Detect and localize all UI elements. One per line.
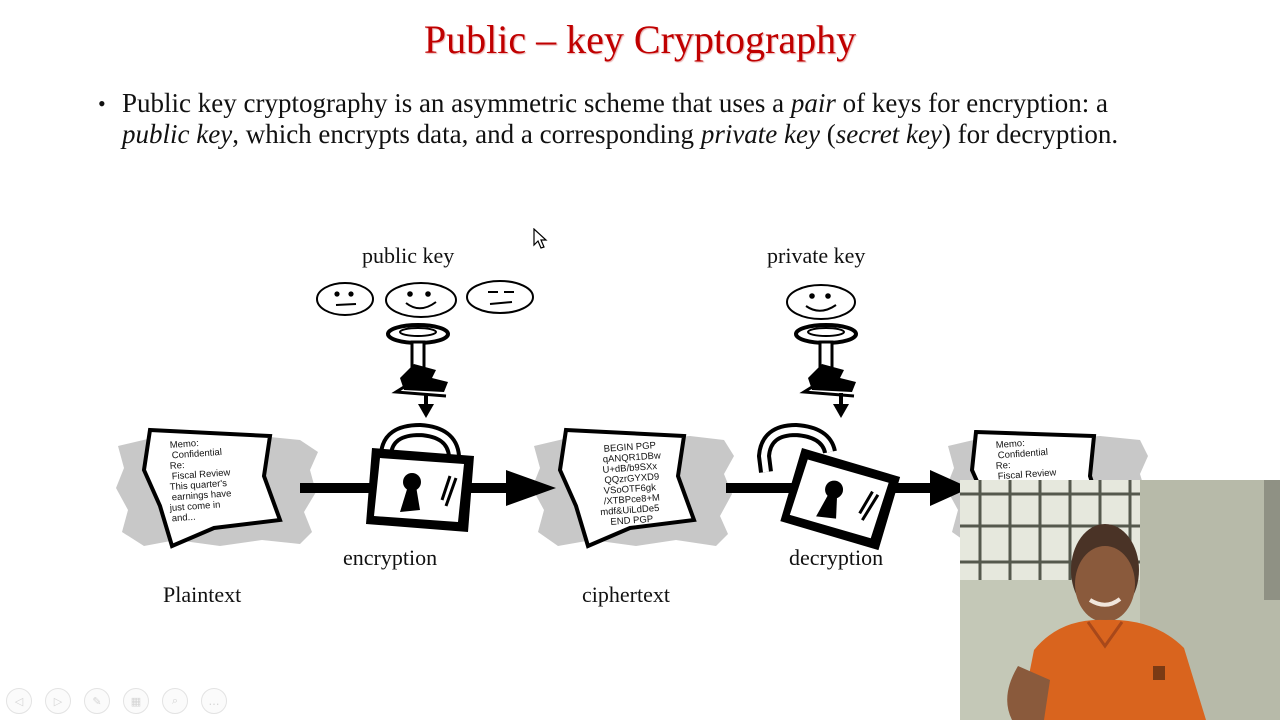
zoom-icon[interactable]: ⌕ <box>162 688 188 714</box>
document-text-line: BEGIN PGP <box>603 440 656 455</box>
plaintext-label: Plaintext <box>163 582 242 607</box>
bullet-segment: of keys for encryption: a <box>835 88 1109 118</box>
arrow-down-icon <box>418 404 434 418</box>
document-text-line: qANQR1DBw <box>602 450 661 465</box>
slideshow-controls: ◁ ▷ ✎ ▦ ⌕ … <box>6 688 227 714</box>
bullet-segment: ) for decryption. <box>941 119 1119 149</box>
private-key-icon <box>794 323 858 398</box>
slide-title: Public – key Cryptography <box>423 17 857 62</box>
ciphertext-document-icon <box>557 427 697 549</box>
arrow-down-icon <box>833 404 849 418</box>
plaintext-document-icon <box>141 427 283 549</box>
document-text-line: Re: <box>995 460 1011 472</box>
more-options-icon[interactable]: … <box>201 688 227 714</box>
bullet-segment: ( <box>820 119 836 149</box>
document-text-line: QQzrGYXD9 <box>604 471 660 486</box>
bullet-segment: Public key cryptography is an asymmetric… <box>122 88 791 118</box>
presenter-video <box>960 480 1280 720</box>
private-key-person-icon <box>786 284 856 320</box>
document-text-line: END PGP <box>610 514 653 528</box>
public-key-people-icon <box>316 280 534 318</box>
document-text-line: earnings have <box>171 488 231 503</box>
bullet-text: Public key cryptography is an asymmetric… <box>122 88 1152 150</box>
decryption-label: decryption <box>789 545 884 570</box>
document-text-line: Fiscal Review <box>997 467 1056 482</box>
bullet-emphasis: secret key <box>835 119 942 149</box>
public-key-label: public key <box>362 243 455 268</box>
webcam-overlay <box>960 480 1280 720</box>
ciphertext-label: ciphertext <box>582 582 670 607</box>
arrow-to-ciphertext-icon <box>506 470 556 506</box>
document-text-line: mdf&UiLdDe5 <box>600 503 660 518</box>
bullet-emphasis: public key <box>122 119 233 149</box>
closed-lock-icon <box>364 422 476 534</box>
document-text-line: Fiscal Review <box>171 467 230 482</box>
bullet-segment: , which encrypts data, and a correspondi… <box>232 119 701 149</box>
next-slide-icon[interactable]: ▷ <box>45 688 71 714</box>
document-text-line: just come in <box>168 499 220 514</box>
open-lock-icon <box>756 422 904 553</box>
mouse-pointer-icon <box>533 228 548 249</box>
document-text-line: VSoOTF6gk <box>603 482 656 497</box>
encryption-label: encryption <box>343 545 438 570</box>
document-text-line: Confidential <box>997 447 1048 461</box>
document-text-line: U+dB/b9SXx <box>602 461 658 476</box>
arrow-to-plaintext-icon <box>930 470 970 506</box>
document-text-line: Re: <box>169 460 185 472</box>
private-key-label: private key <box>767 243 866 268</box>
bullet-emphasis: private key <box>700 119 820 149</box>
bullet-emphasis: pair <box>790 88 836 118</box>
public-key-icon <box>386 323 450 398</box>
document-text-line: Confidential <box>171 447 222 461</box>
document-text-line: /XTBPce8+M <box>603 492 660 507</box>
document-text-line: and... <box>171 512 195 525</box>
bullet-marker: • <box>98 91 106 116</box>
pen-icon[interactable]: ✎ <box>84 688 110 714</box>
document-text-line: Memo: <box>169 438 199 451</box>
slide-sorter-icon[interactable]: ▦ <box>123 688 149 714</box>
document-text-line: This quarter's <box>169 478 227 493</box>
document-text-line: Memo: <box>995 438 1025 451</box>
previous-slide-icon[interactable]: ◁ <box>6 688 32 714</box>
